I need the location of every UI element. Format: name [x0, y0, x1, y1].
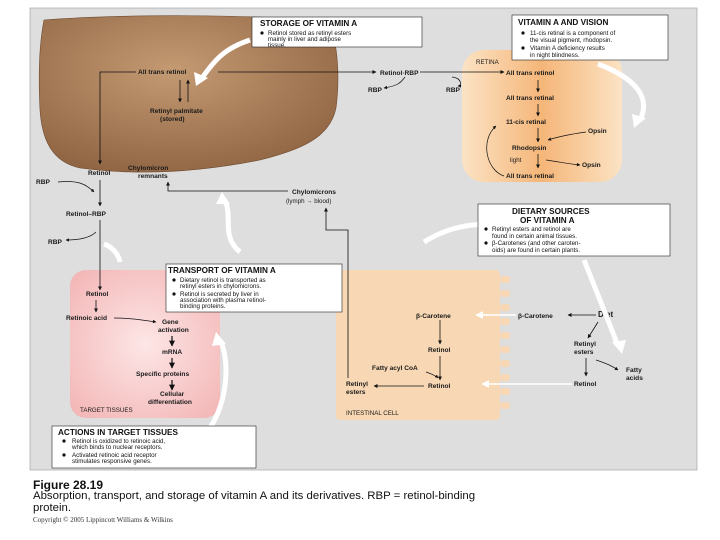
storage-line-2: mainly in liver and adipose [268, 36, 341, 43]
vision-line-4: in night blindness. [530, 52, 580, 59]
chylomicron-remnants-2: remnants [138, 173, 168, 180]
dietary-box: DIETARY SOURCES OF VITAMIN A Retinyl est… [477, 203, 671, 257]
intestinal-cell-shape [336, 270, 500, 420]
transport-line-2: retinyl esters in chylomicrons. [180, 283, 261, 290]
retinyl-esters-cell-2: esters [346, 389, 366, 396]
actions-line-4: stimulates responsive genes. [72, 458, 152, 465]
dietary-title-2: OF VITAMIN A [520, 216, 575, 225]
rhodopsin: Rhodopsin [512, 145, 546, 152]
fatty-acids: Fatty [626, 367, 642, 374]
actions-title: ACTIONS IN TARGET TISSUES [58, 428, 178, 437]
opsin-1: Opsin [588, 128, 607, 135]
opsin-2: Opsin [582, 162, 601, 169]
vision-line-1: 11-cis retinal is a component of [530, 30, 615, 37]
rbp-left-2: RBP [48, 239, 63, 246]
retinol-rbp-top: Retinol·RBP [380, 70, 419, 77]
actions-line-2: which binds to nuclear receptors. [71, 444, 163, 451]
target-retinol: Retinol [86, 291, 109, 298]
transport-box: TRANSPORT OF VITAMIN A Dietary retinol i… [165, 263, 343, 313]
transport-line-3: Retinol is secreted by liver in [180, 291, 259, 298]
beta-carotene-lumen: β-Carotene [518, 313, 553, 320]
chylomicrons-lymph-blood: (lymph → blood) [286, 198, 331, 205]
retina-shape [462, 50, 622, 182]
gene-activation: Gene [162, 319, 179, 326]
storage-line-3: tissue. [268, 42, 286, 49]
vision-title: VITAMIN A AND VISION [518, 18, 608, 27]
mrna: mRNA [162, 349, 182, 356]
retinyl-palmitate: Retinyl palmitate [150, 108, 203, 115]
actions-line-3: Activated retinoic acid receptor [72, 452, 157, 459]
retinyl-palmitate-stored: (stored) [160, 116, 185, 123]
beta-carotene-cell: β-Carotene [416, 313, 451, 320]
liver-retinol: Retinol [88, 170, 111, 177]
liver-all-trans-retinol: All trans retinol [138, 69, 187, 76]
target-tissues-label: TARGET TISSUES [80, 407, 133, 414]
light-label: light [510, 157, 522, 164]
transport-line-5: binding proteins. [180, 303, 226, 310]
specific-proteins: Specific proteins [136, 371, 189, 378]
actions-line-1: Retinol is oxidized to retinoic acid, [72, 438, 165, 445]
microvilli [500, 276, 510, 409]
copyright-notice: Copyright © 2005 Lippincott Williams & W… [33, 516, 173, 524]
retinoic-acid: Retinoic acid [66, 315, 107, 322]
storage-title: STORAGE OF VITAMIN A [260, 19, 357, 28]
retinol-rbp-left: Retinol–RBP [66, 211, 107, 218]
intestine-retinol-2: Retinol [428, 383, 451, 390]
dietary-line-2: found in certain animal tissues. [492, 233, 577, 240]
figure-number: Figure 28.19 [33, 478, 104, 492]
rbp-left: RBP [36, 179, 51, 186]
vision-line-2: the visual pigment, rhodopsin. [530, 37, 612, 44]
storage-box: STORAGE OF VITAMIN A Retinol stored as r… [251, 16, 423, 49]
cellular-differentiation-2: differentiation [148, 399, 192, 406]
retinyl-esters-lumen: Retinyl [574, 341, 596, 348]
fatty-acids-2: acids [626, 375, 643, 382]
retinol-lumen: Retinol [574, 381, 597, 388]
transport-line-4: association with plasma retinol- [180, 297, 266, 304]
transport-title: TRANSPORT OF VITAMIN A [168, 266, 276, 275]
intestinal-cell-label: INTESTINAL CELL [346, 410, 399, 417]
cellular-differentiation: Cellular [160, 391, 185, 398]
retina-all-trans-retinal-2: All trans retinal [506, 173, 554, 180]
dietary-line-1: Retinyl esters and retinol are [492, 226, 571, 233]
figure-caption-line-2: protein. [33, 502, 71, 514]
rbp-b: RBP [446, 87, 461, 94]
retina-all-trans-retinol: All trans retinol [506, 70, 555, 77]
dietary-line-4: oids) are found in certain plants. [492, 247, 580, 254]
transport-line-1: Dietary retinol is transported as [180, 277, 266, 284]
cis-retinal: 11-cis retinal [506, 119, 546, 126]
storage-line-1: Retinol stored as retinyl esters [268, 30, 351, 37]
retinyl-esters-lumen-2: esters [574, 349, 594, 356]
dietary-line-3: β-Carotenes (and other caroten- [492, 240, 581, 247]
gene-activation-2: activation [158, 327, 189, 334]
vision-box: VITAMIN A AND VISION 11-cis retinal is a… [511, 14, 669, 61]
retina-label: RETINA [476, 59, 500, 66]
fatty-acyl-coa: Fatty acyl CoA [372, 365, 418, 372]
actions-box: ACTIONS IN TARGET TISSUES Retinol is oxi… [51, 425, 257, 469]
retinyl-esters-cell: Retinyl [346, 381, 368, 388]
dietary-title-1: DIETARY SOURCES [512, 207, 590, 216]
retina-all-trans-retinal: All trans retinal [506, 95, 554, 102]
rbp-a: RBP [368, 87, 383, 94]
chylomicron-remnants: Chylomicron [128, 165, 168, 172]
intestine-retinol-1: Retinol [428, 347, 451, 354]
figure-caption-line-1: Absorption, transport, and storage of vi… [33, 490, 476, 502]
chylomicrons: Chylomicrons [292, 189, 336, 196]
vision-line-3: Vitamin A deficiency results [530, 45, 605, 52]
